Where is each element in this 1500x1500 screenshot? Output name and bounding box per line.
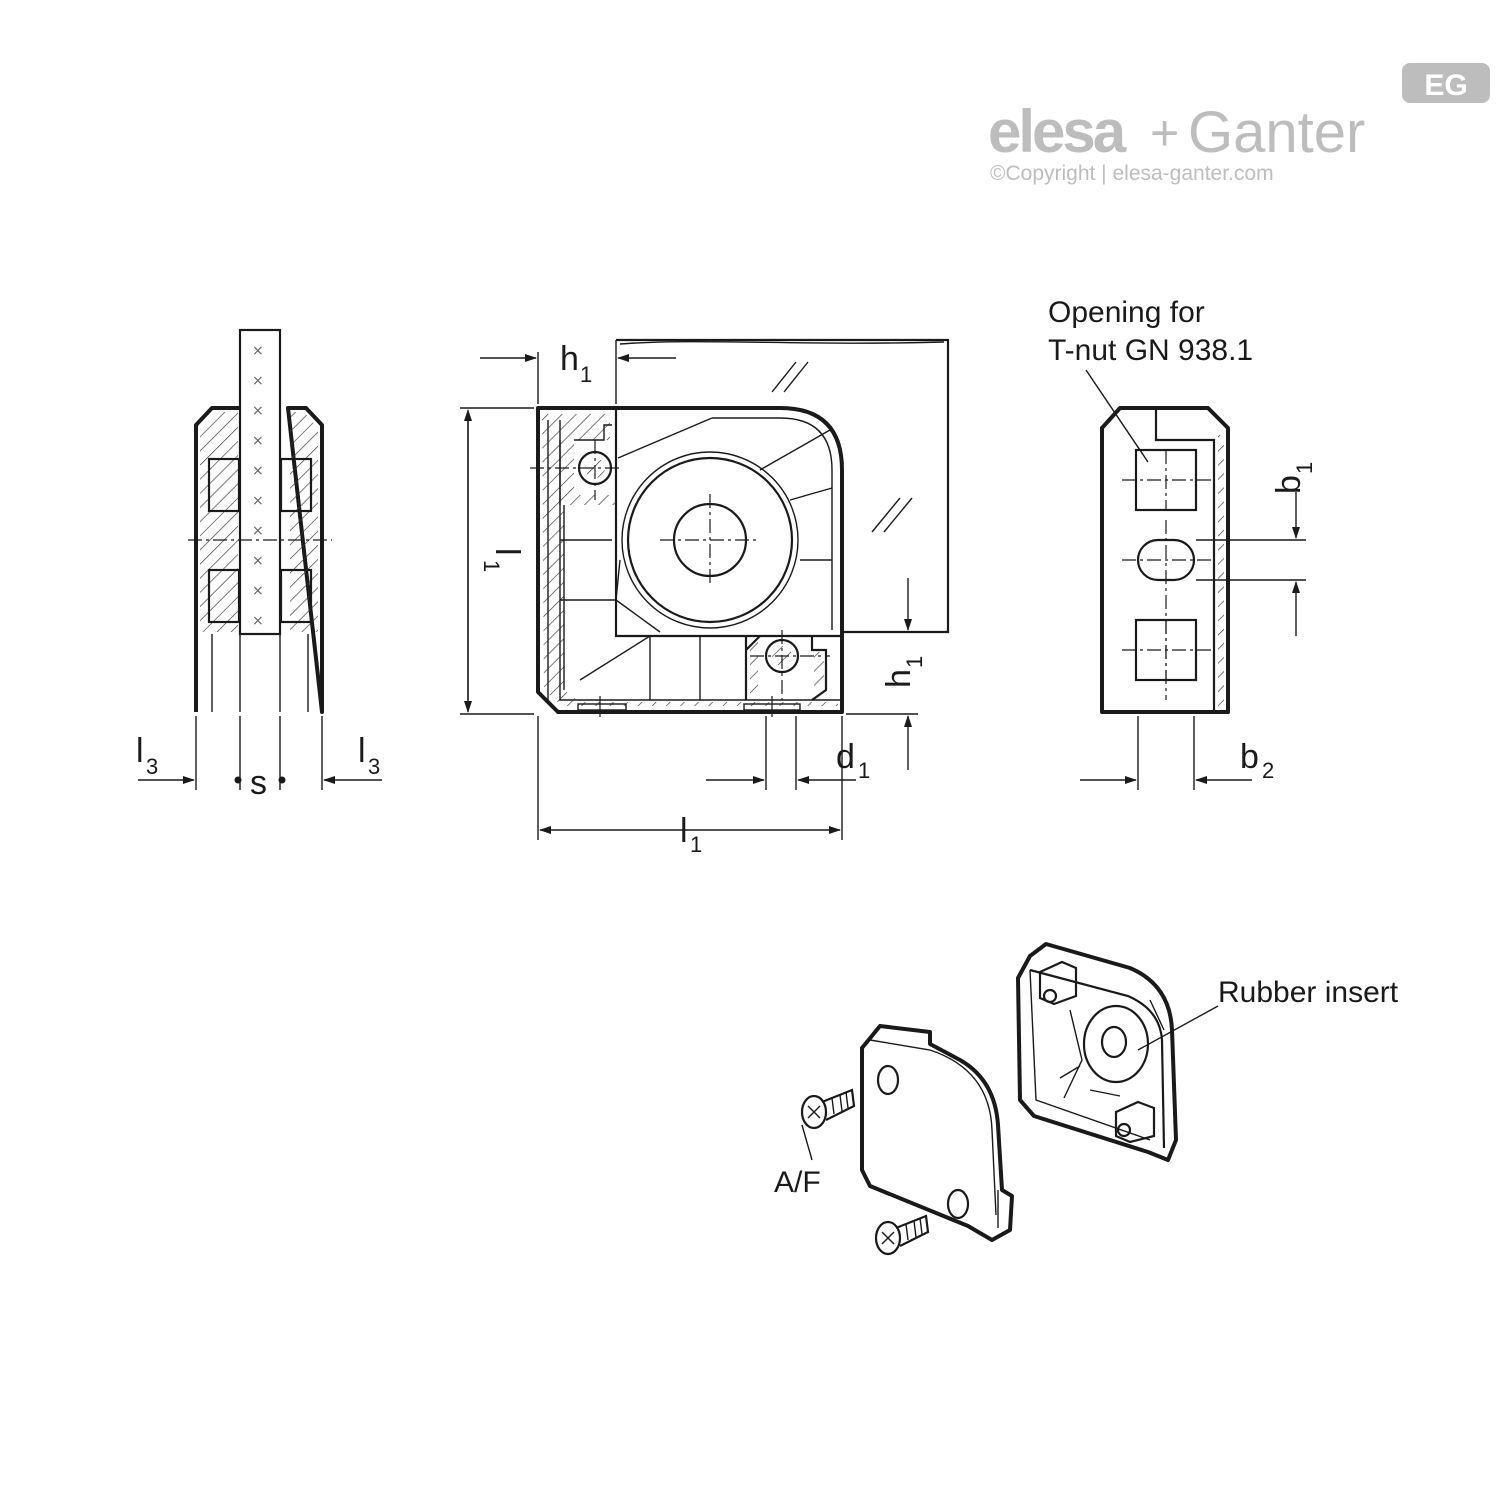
- svg-text:b: b: [1270, 475, 1308, 494]
- svg-text:×: ×: [252, 553, 264, 569]
- svg-text:l: l: [488, 548, 526, 556]
- svg-text:l: l: [680, 812, 688, 850]
- svg-text:d: d: [836, 738, 855, 776]
- svg-text:2: 2: [1262, 758, 1274, 783]
- isometric-screw-bottom: [874, 1214, 930, 1256]
- dim-l1-horizontal: l 1: [680, 812, 702, 857]
- label-af: A/F: [774, 1166, 821, 1199]
- svg-text:×: ×: [252, 493, 264, 509]
- svg-text:b: b: [1240, 738, 1259, 776]
- svg-text:1: 1: [479, 560, 504, 572]
- isometric-base: [1016, 942, 1219, 1162]
- svg-text:1: 1: [580, 362, 592, 387]
- dim-l3-left: l 3: [136, 732, 158, 779]
- isometric-cover: [860, 1024, 1014, 1242]
- dim-d1: d 1: [836, 738, 870, 783]
- svg-text:×: ×: [252, 463, 264, 479]
- svg-text:×: ×: [252, 403, 264, 419]
- side-section-view: × × × × × × × × × ×: [138, 328, 382, 790]
- svg-text:1: 1: [902, 656, 927, 668]
- svg-text:1: 1: [1292, 462, 1317, 474]
- dim-b1: b 1: [1270, 462, 1317, 494]
- glass-pattern: × × × × × × × × × ×: [252, 343, 264, 629]
- isometric-screw-top: [800, 1088, 856, 1130]
- dim-b2: b 2: [1240, 738, 1274, 783]
- label-rubber-insert: Rubber insert: [1218, 976, 1399, 1009]
- svg-text:h: h: [880, 669, 918, 688]
- svg-text:×: ×: [252, 373, 264, 389]
- logo-brand-left: elesa: [988, 98, 1127, 165]
- dim-l3-right: l 3: [358, 732, 380, 779]
- brand-logo: EG elesa + Ganter ©Copyright | elesa-gan…: [988, 63, 1490, 185]
- svg-text:×: ×: [252, 523, 264, 539]
- svg-text:l: l: [136, 732, 144, 770]
- dim-h1-top: h 1: [560, 340, 592, 387]
- svg-text:×: ×: [252, 613, 264, 629]
- label-opening-line1: Opening for: [1048, 296, 1205, 329]
- logo-badge-text: EG: [1424, 69, 1467, 102]
- svg-text:×: ×: [252, 343, 264, 359]
- dim-h1-right: h 1: [880, 656, 927, 688]
- svg-text:1: 1: [690, 832, 702, 857]
- svg-text:×: ×: [252, 433, 264, 449]
- logo-brand-plus: +: [1150, 105, 1179, 161]
- dim-l1-vertical: l 1: [479, 548, 526, 572]
- dim-s: s: [250, 764, 267, 802]
- svg-text:3: 3: [146, 754, 158, 779]
- svg-text:×: ×: [252, 583, 264, 599]
- svg-text:l: l: [358, 732, 366, 770]
- rear-view: [1080, 369, 1306, 790]
- logo-copyright: ©Copyright | elesa-ganter.com: [990, 162, 1274, 185]
- svg-text:3: 3: [368, 754, 380, 779]
- svg-text:h: h: [560, 340, 579, 378]
- front-view: [460, 338, 950, 840]
- logo-brand-right: Ganter: [1188, 100, 1365, 165]
- label-opening-line2: T-nut GN 938.1: [1048, 334, 1253, 367]
- svg-text:1: 1: [858, 758, 870, 783]
- logo-badge-box: [1402, 63, 1490, 103]
